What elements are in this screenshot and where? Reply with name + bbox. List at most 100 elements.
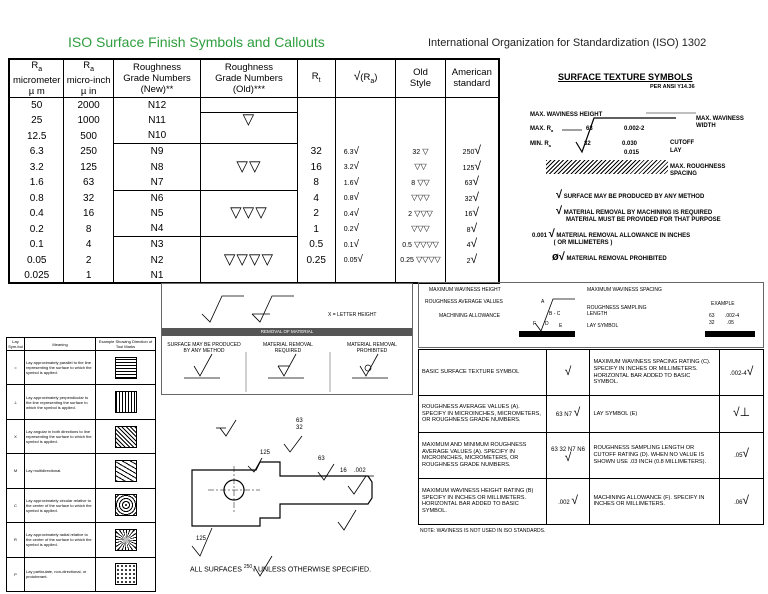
check-icon: √ xyxy=(470,220,478,235)
cell-old-style xyxy=(395,97,446,113)
check-icon: √ xyxy=(474,143,481,158)
header-line-1: (R xyxy=(360,71,371,83)
cell-grade: N1 xyxy=(112,267,202,284)
check-icon: √ xyxy=(472,189,480,204)
letter-height-note: X = LETTER HEIGHT xyxy=(328,312,377,318)
cell-uin: 2000 xyxy=(63,97,114,113)
cell-ra-symbol xyxy=(334,97,397,113)
grid-value: N7 xyxy=(564,412,572,419)
header-line-1: Old xyxy=(413,67,428,79)
lay-example xyxy=(95,453,156,489)
check-icon: √ xyxy=(742,446,749,461)
check-icon: √ xyxy=(353,176,360,188)
key-letter-bc: B - C xyxy=(549,311,561,317)
triangle-icon: ▽▽▽▽ xyxy=(413,255,441,265)
grid-left-text: MAXIMUM WAVINESS HEIGHT RATING (B) SPECI… xyxy=(422,488,534,514)
removal-col-3: MATERIAL REMOVAL PROHIBITED xyxy=(347,342,397,354)
key-ex-v1: 63 xyxy=(709,313,715,319)
cell-uin: 125 xyxy=(63,159,114,175)
key-d: ROUGHNESS SAMPLING LENGTH xyxy=(587,305,647,317)
cell-old-grade xyxy=(200,236,298,253)
cell-old-grade xyxy=(200,189,298,206)
surface-hatch xyxy=(546,160,668,174)
am-value: 16 xyxy=(464,211,473,219)
texture-std: PER ANSI Y14.36 xyxy=(650,84,695,90)
tool-marks-icon xyxy=(114,391,137,414)
ra-symbol-icon: √ xyxy=(353,68,361,83)
texture-title: SURFACE TEXTURE SYMBOLS xyxy=(558,72,693,82)
header-line-1: American xyxy=(451,67,492,79)
cell-old-style xyxy=(395,128,446,144)
key-ex-v4: .05 xyxy=(727,320,734,326)
key-letter-f: F xyxy=(533,321,537,327)
grid-value: .05 xyxy=(734,453,743,460)
grid-note: NOTE: WAVINESS IS NOT USED IN ISO STANDA… xyxy=(420,528,546,534)
key-letter-a: A xyxy=(541,299,545,305)
cell-old-grade: ▽ xyxy=(200,111,298,129)
cell-ra-symbol: 1.6√ xyxy=(334,174,397,191)
cell-old-grade: ▽▽▽ xyxy=(200,205,298,222)
grid-row: MAXIMUM AND MINIMUM ROUGHNESS AVERAGE VA… xyxy=(418,431,764,479)
symbol-row-1: √ SURFACE MAY BE PRODUCED BY ANY METHOD xyxy=(556,189,705,201)
lay-meaning: Lay approximately radial relative to the… xyxy=(24,522,96,558)
tool-marks-icon xyxy=(114,563,137,586)
tex-label-2: MAX. WAVINESS WIDTH xyxy=(696,116,744,129)
removal-bar: REMOVAL OF MATERIAL xyxy=(162,328,412,336)
tex-label-1: MAX. WAVINESS HEIGHT xyxy=(530,112,603,118)
lay-symbol: C xyxy=(6,487,25,524)
cell-uin: 500 xyxy=(63,128,114,144)
cell-grade: N6 xyxy=(112,189,202,206)
callout-63a: 63 xyxy=(296,418,303,424)
check-icon: √ xyxy=(357,254,363,266)
grid-value: 32 xyxy=(559,447,567,454)
cell-old-style: 0.25 ▽▽▽▽ xyxy=(395,252,446,268)
lay-example xyxy=(95,487,156,524)
grid-right-desc: MAXIMUM WAVINESS SPACING RATING (C). SPE… xyxy=(589,348,721,397)
lay-meaning: Lay approximately perpendicular to the l… xyxy=(24,384,96,420)
cell-grade: N3 xyxy=(112,236,202,253)
cell-american: 4√ xyxy=(444,237,500,253)
triangle-icon: ▽ xyxy=(420,146,429,156)
texture-symbol-svg xyxy=(562,112,696,154)
cell-american xyxy=(444,112,500,129)
grid-left-desc: BASIC SURFACE TEXTURE SYMBOL xyxy=(418,348,547,397)
cell-old-style: ▽▽▽ xyxy=(395,221,446,237)
page-title: ISO Surface Finish Symbols and Callouts xyxy=(68,34,325,50)
tool-marks-icon xyxy=(114,494,137,517)
part-drawing-svg xyxy=(191,419,374,577)
grid-right-text: MAXIMUM WAVINESS SPACING RATING (C). SPE… xyxy=(593,359,711,386)
grid-right-symbol: .06√ xyxy=(719,477,764,526)
removal-symbols xyxy=(184,352,388,392)
cell-ra-symbol: 0.4√ xyxy=(334,205,397,222)
triangle-icon: ▽▽▽▽ xyxy=(223,250,275,268)
triangle-icon: ▽▽ xyxy=(414,162,427,172)
triangle-icon: ▽▽ xyxy=(236,157,262,175)
ra-value: 3.2 xyxy=(343,164,354,172)
cell-uin: 1 xyxy=(63,267,114,284)
ra-value: 0.05 xyxy=(343,257,358,265)
triangle-icon: ▽ xyxy=(242,111,256,129)
tex-label-6: LAY xyxy=(670,148,682,154)
cell-um: 3.2 xyxy=(8,159,65,175)
cell-old-grade xyxy=(200,143,298,160)
tex-label-3: MAX. Ra xyxy=(530,126,554,134)
header-line-1: Roughness xyxy=(224,61,273,73)
tool-marks-icon xyxy=(114,425,137,448)
symbol-meaning-grid: BASIC SURFACE TEXTURE SYMBOL √ MAXIMUM WA… xyxy=(418,348,764,526)
cell-um: 0.4 xyxy=(8,205,65,222)
cell-rt: 16 xyxy=(296,159,336,175)
check-icon: √ xyxy=(353,238,360,250)
lay-meaning: Lay approximately circular relative to t… xyxy=(24,487,96,524)
lay-example xyxy=(95,522,156,558)
cell-uin: 8 xyxy=(63,221,114,237)
am-value: 125 xyxy=(462,164,475,172)
header-sub: a xyxy=(38,65,43,73)
grid-right-symbol: .002-4√ xyxy=(719,348,764,397)
